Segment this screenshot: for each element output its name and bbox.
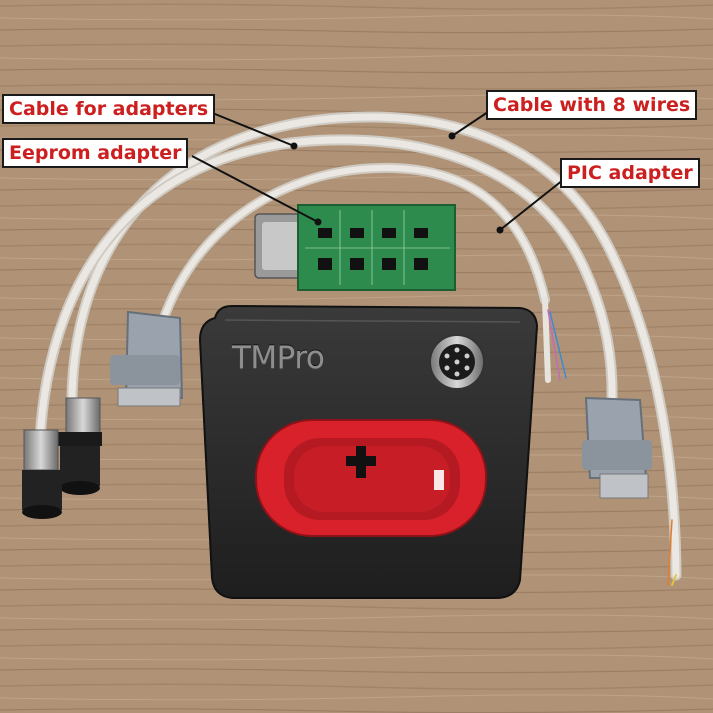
label-eeprom-adapter: Eeprom adapter bbox=[2, 138, 189, 168]
label-cable-for-adapters: Cable for adapters bbox=[2, 94, 216, 124]
db9-connector-right bbox=[582, 396, 652, 499]
label-cable-with-8-wires: Cable with 8 wires bbox=[486, 90, 698, 120]
tmpro-device bbox=[198, 304, 539, 599]
device-brand-logo: TMPro bbox=[232, 340, 325, 376]
cables bbox=[34, 111, 682, 586]
label-pic-adapter: PIC adapter bbox=[560, 158, 700, 188]
db9-connector-left bbox=[110, 310, 184, 407]
eeprom-adapter-board bbox=[254, 204, 456, 291]
round-plug-connectors bbox=[22, 397, 102, 519]
